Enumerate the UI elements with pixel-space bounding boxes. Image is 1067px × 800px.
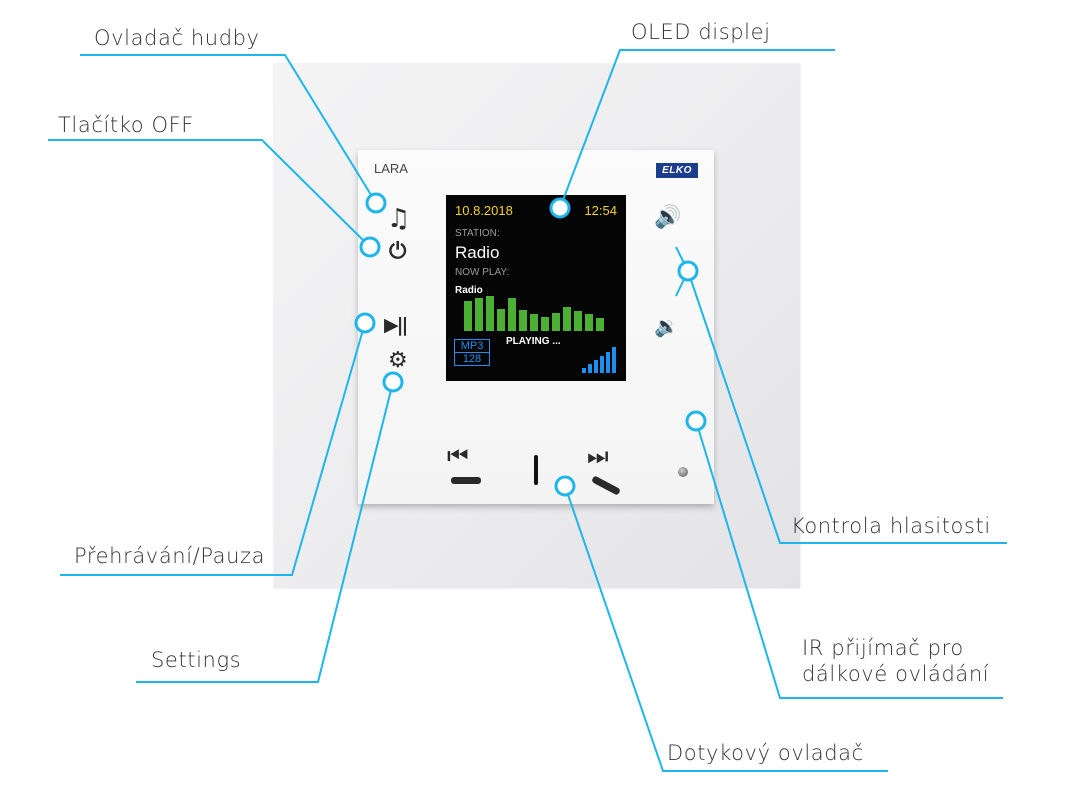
volume-up-icon[interactable]: 🔊 (654, 205, 682, 230)
music-note-icon[interactable]: ♫ (387, 204, 411, 234)
equalizer-bar (541, 317, 549, 331)
power-icon[interactable]: ⏻ (389, 239, 407, 264)
callout-volume-control: Kontrola hlasitosti (791, 514, 991, 538)
signal-bar (606, 352, 610, 373)
control-panel: LARA ELKO ♫ ⏻ ▶|| ⚙ 🔊 🔉 ⏮ ⏭ 10.8.2018 12… (358, 150, 714, 504)
call-icon[interactable] (591, 475, 621, 496)
next-track-icon[interactable]: ⏭ (587, 442, 609, 470)
signal-bar (600, 356, 604, 373)
format-badge: MP3 128 (454, 339, 490, 366)
playing-status: PLAYING ... (506, 336, 561, 347)
signal-bar (594, 360, 598, 373)
callout-settings: Settings (151, 648, 242, 672)
signal-strength-icon (582, 347, 616, 373)
elko-logo: ELKO (656, 163, 698, 178)
equalizer-bars (464, 296, 604, 331)
callout-ir-receiver: IR přijímač pro dálkové ovládání (802, 635, 989, 687)
gear-icon[interactable]: ⚙ (388, 348, 408, 373)
signal-bar (582, 368, 586, 373)
station-label: STATION: (455, 228, 500, 239)
now-play-value: Radio (455, 285, 483, 296)
callout-music-control: Ovladač hudby (94, 26, 260, 50)
equalizer-bar (530, 314, 538, 331)
now-play-label: NOW PLAY: (455, 267, 510, 278)
equalizer-bar (574, 311, 582, 331)
equalizer-bar (486, 296, 494, 331)
signal-bar (588, 364, 592, 373)
callout-ir-line2: dálkové ovládání (802, 662, 990, 686)
play-pause-icon[interactable]: ▶|| (384, 314, 408, 336)
ir-receiver-led (678, 467, 688, 477)
equalizer-bar (596, 318, 604, 331)
brand-label: LARA (374, 161, 408, 176)
callout-play-pause: Přehrávání/Pauza (74, 544, 266, 568)
oled-display: 10.8.2018 12:54 STATION: Radio NOW PLAY:… (446, 195, 626, 381)
callout-ir-line1: IR přijímač pro (802, 636, 964, 660)
hang-up-icon[interactable] (451, 477, 481, 484)
display-date: 10.8.2018 (455, 203, 513, 218)
equalizer-bar (464, 301, 472, 331)
signal-bar (612, 347, 616, 373)
equalizer-bar (563, 307, 571, 331)
callout-off-button: Tlačítko OFF (58, 113, 194, 137)
volume-down-icon[interactable]: 🔉 (654, 314, 679, 338)
equalizer-bar (552, 313, 560, 331)
touch-slider[interactable] (534, 455, 538, 485)
callout-oled-display: OLED displej (631, 20, 771, 44)
display-time: 12:54 (584, 203, 617, 218)
format-bitrate: 128 (455, 352, 489, 365)
previous-track-icon[interactable]: ⏮ (447, 442, 469, 470)
equalizer-bar (475, 298, 483, 331)
equalizer-bar (585, 314, 593, 331)
equalizer-bar (519, 310, 527, 331)
station-name: Radio (455, 243, 500, 262)
callout-touch-control: Dotykový ovladač (667, 741, 864, 765)
equalizer-bar (497, 309, 505, 331)
format-codec: MP3 (460, 340, 484, 352)
equalizer-bar (508, 298, 516, 331)
